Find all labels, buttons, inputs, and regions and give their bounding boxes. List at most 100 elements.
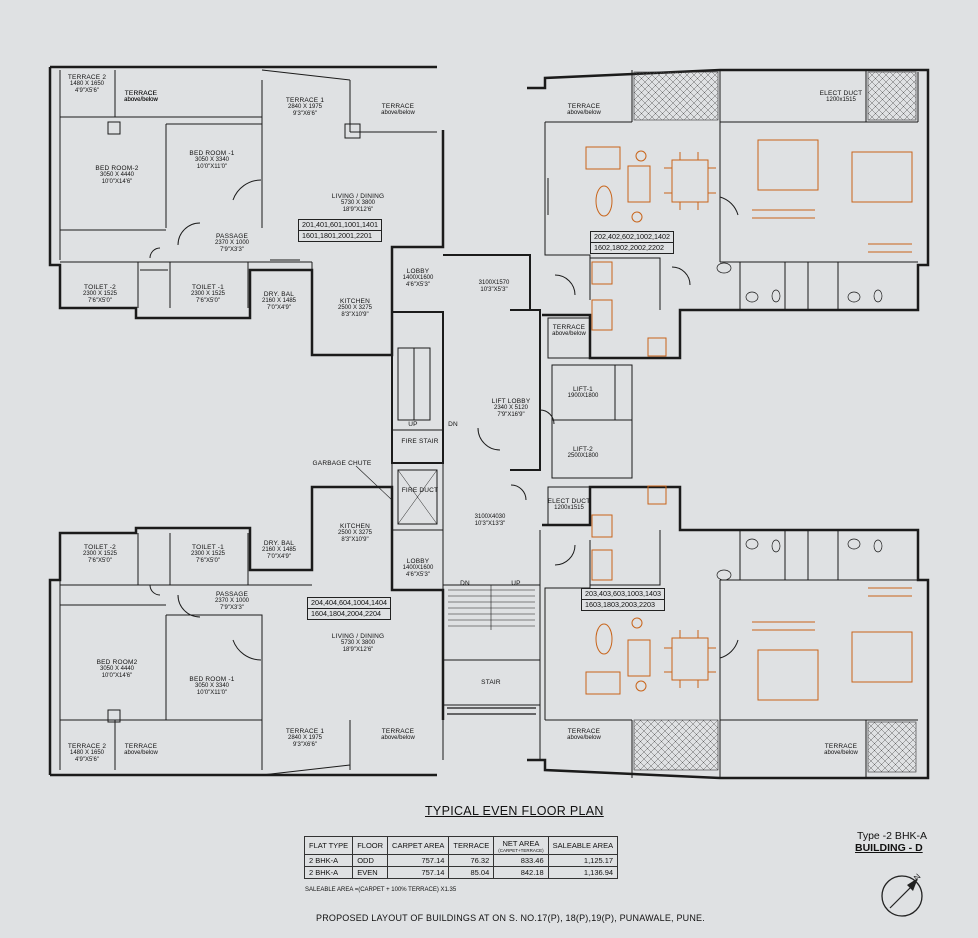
hatch-line (896, 71, 917, 92)
hatch-line (633, 71, 670, 108)
hatch-line (880, 721, 917, 758)
room-dimension: above/below (381, 735, 415, 741)
hatch-line (868, 72, 917, 121)
room-name: TERRACE (124, 90, 158, 97)
flat-numbers-line: 202,402,602,1002,1402 (590, 231, 674, 243)
cell-terrace: 76.32 (448, 854, 495, 867)
sanitary-fixtures (716, 262, 883, 581)
hatch-line (676, 78, 719, 121)
hatch-line (711, 71, 719, 79)
room-dimension: above/below (824, 750, 858, 756)
header-terrace: TERRACE (448, 836, 495, 855)
hatch-line (683, 85, 719, 121)
room-name: FIRE DUCT (401, 487, 439, 494)
room-name: TERRACE 1 (285, 97, 325, 104)
flat-numbers-top-left: 201,401,601,1001,1401 1601,1801,2001,220… (298, 219, 382, 242)
hatch-line (646, 719, 698, 771)
hatch-line (633, 71, 649, 87)
room-dimension: 8'3"X10'9" (341, 312, 369, 318)
room-name: TERRACE 2 (67, 74, 107, 81)
room-dimension: 7'0"X4'9" (267, 554, 291, 560)
hatch-line (875, 71, 917, 113)
room-dimension: 2370 X 1000 (214, 598, 250, 604)
room-name: LIVING / DINING (331, 633, 385, 640)
room-dimension: 2300 X 1525 (82, 551, 118, 557)
hatch-line (633, 741, 663, 771)
hatch-line (901, 757, 917, 773)
room-name: LIVING / DINING (331, 193, 385, 200)
header-flat-type: FLAT TYPE (303, 836, 354, 855)
room-name: UP (511, 580, 521, 587)
hatch-line (633, 755, 649, 771)
room-dimension: 2500X1800 (567, 453, 599, 459)
hatch-line (867, 729, 911, 773)
room-dimension: 2840 X 1975 (287, 735, 323, 741)
room-dimension: 2500 X 3275 (337, 305, 373, 311)
hatch-line (641, 71, 691, 121)
room-dimension: 3050 X 3340 (194, 683, 230, 689)
room-dimension: 1400X1600 (402, 275, 434, 281)
cell-carpet-area: 757.14 (387, 866, 450, 879)
hatch-line (633, 762, 642, 771)
header-floor: FLOOR (352, 836, 389, 855)
room-label: FIRE STAIR (401, 438, 438, 445)
header-net-area: NET AREA(CARPET+TERRACE) (493, 836, 549, 855)
room-dimension: 2370 X 1000 (214, 240, 250, 246)
cell-floor: ODD (352, 854, 389, 867)
room-name: LIFT-2 (573, 446, 593, 453)
hatch-line (695, 747, 719, 771)
room-label: DN (460, 580, 470, 587)
room-name: GARBAGE CHUTE (312, 460, 372, 467)
room-name: DN (448, 421, 458, 428)
hatch-line (676, 71, 719, 114)
room-name: DRY. BAL (263, 540, 295, 547)
header-net-area-text: NET AREA (502, 838, 540, 848)
hatch-line (681, 733, 719, 771)
room-dimension: 2840 X 1975 (287, 104, 323, 110)
hatch-line (683, 71, 719, 107)
room-dimension: above/below (124, 97, 158, 103)
hatch-line (867, 71, 883, 87)
room-dimension: 7'6"X5'0" (196, 298, 220, 304)
hatch-line (669, 71, 719, 121)
room-dimension: 4'9"X5'6" (75, 757, 99, 763)
hatch-line (674, 726, 719, 771)
saleable-area-note: SALEABLE AREA =(CARPET + 100% TERRACE) X… (305, 887, 457, 893)
flat-numbers-line: 1603,1803,2003,2203 (581, 600, 665, 611)
hatch-line (867, 77, 911, 121)
room-name: KITCHEN (340, 298, 370, 305)
room-name: LOBBY (406, 268, 430, 275)
header-saleable-area: SALEABLE AREA (547, 836, 619, 855)
hatch-line (662, 71, 712, 121)
room-dimension: 2160 X 1485 (261, 298, 297, 304)
room-dimension: 10'0"X14'6" (101, 673, 133, 679)
hatch-line (633, 727, 677, 771)
hatch-lines (633, 71, 917, 773)
room-dimension: 5730 X 3800 (340, 640, 376, 646)
hatch-line (903, 71, 917, 85)
hatch-line (867, 71, 897, 101)
furniture-top-right (585, 139, 913, 357)
room-label: UP (408, 421, 417, 428)
hatch-line (903, 107, 917, 121)
hatch-line (896, 100, 917, 121)
room-dimension: 2340 X 5120 (493, 405, 529, 411)
room-dimension: 10'0"X14'6" (101, 179, 133, 185)
hatch-line (894, 750, 917, 773)
hatch-line (633, 719, 670, 756)
hatch-line (633, 719, 642, 728)
room-name: BED ROOM-2 (95, 165, 139, 172)
header-net-area-sub: (CARPET+TERRACE) (498, 847, 544, 853)
room-name: PASSAGE (216, 591, 248, 598)
room-dimension: 3050 X 3340 (194, 157, 230, 163)
